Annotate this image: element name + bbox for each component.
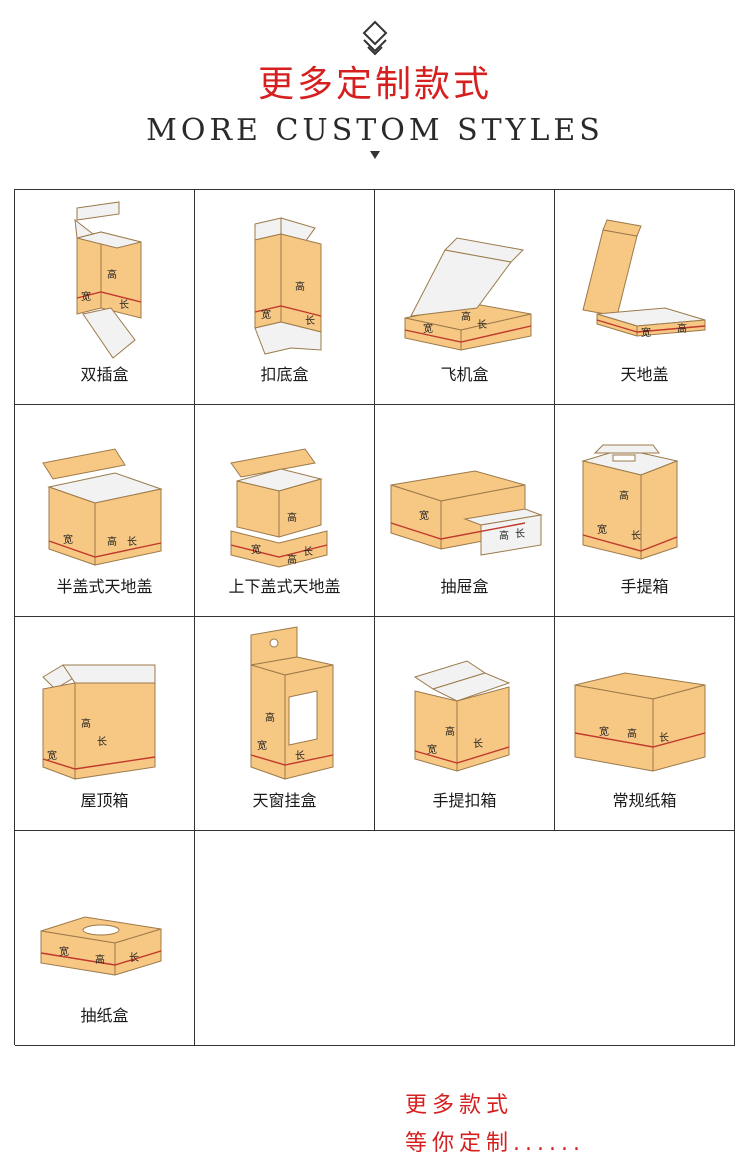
- box-style-card[interactable]: 宽高天地盖: [555, 190, 735, 405]
- box-style-label: 天地盖: [620, 365, 669, 384]
- box-illustration-icon: 宽 高长: [250, 626, 334, 780]
- svg-text:宽: 宽: [59, 945, 69, 958]
- box-illustration-icon: 宽高长: [390, 470, 543, 556]
- page-title-cn: 更多定制款式: [257, 64, 492, 105]
- svg-text:高: 高: [107, 535, 117, 548]
- svg-text:宽: 宽: [257, 739, 267, 752]
- box-illustration-icon: 宽高长: [574, 672, 706, 772]
- svg-text:高: 高: [499, 529, 509, 542]
- box-style-label: 双插盒: [80, 365, 129, 384]
- box-style-label: 飞机盒: [440, 365, 489, 384]
- svg-text:长: 长: [515, 528, 525, 540]
- svg-text:宽: 宽: [251, 543, 261, 556]
- svg-text:长: 长: [659, 732, 669, 744]
- box-style-card[interactable]: 宽高 长抽纸盒: [15, 831, 195, 1046]
- svg-text:宽: 宽: [599, 725, 609, 738]
- box-illustration-icon: 宽高长: [40, 916, 162, 976]
- box-style-label: 天窗挂盒: [252, 791, 317, 810]
- box-style-label: 屋顶箱: [80, 791, 129, 810]
- box-illustration-icon: 宽 高长: [581, 444, 679, 560]
- svg-text:长: 长: [127, 536, 137, 548]
- svg-text:长: 长: [305, 315, 315, 327]
- svg-text:长: 长: [477, 319, 487, 331]
- svg-text:长: 长: [631, 530, 641, 542]
- box-illustration-icon: 宽 高长: [74, 201, 142, 359]
- box-style-card[interactable]: 宽 高长屋顶箱: [15, 617, 195, 831]
- box-style-label: 抽屉盒: [440, 577, 489, 596]
- svg-text:宽: 宽: [261, 308, 271, 321]
- svg-text:长: 长: [119, 299, 129, 311]
- svg-text:高: 高: [107, 268, 117, 281]
- box-style-label: 抽纸盒: [80, 1006, 129, 1025]
- box-style-card[interactable]: 宽 高长天窗挂盒: [195, 617, 375, 831]
- box-illustration-icon: 宽 高长: [42, 448, 163, 566]
- more-styles-cell: [195, 831, 735, 1046]
- box-style-card[interactable]: 宽高长手提扣箱: [375, 617, 555, 831]
- svg-text:高: 高: [95, 953, 105, 966]
- svg-text:宽: 宽: [419, 509, 429, 522]
- svg-text:长: 长: [473, 738, 483, 750]
- box-style-grid: 更多款式 等你定制...... 宽高长双插盒宽高长扣底盒宽长高飞机盒宽高天地盖宽…: [14, 189, 735, 1156]
- box-style-card[interactable]: 宽 高长手提箱: [555, 405, 735, 617]
- box-illustration-icon: 宽高长: [413, 660, 511, 772]
- more-styles-line1: 更多款式: [405, 1093, 514, 1118]
- svg-text:宽: 宽: [81, 290, 91, 303]
- svg-text:高: 高: [619, 489, 629, 502]
- svg-text:宽: 宽: [427, 743, 437, 756]
- svg-text:高: 高: [81, 717, 91, 730]
- box-style-card[interactable]: 宽高长高上下盖式天地盖: [195, 405, 375, 617]
- svg-text:高: 高: [265, 711, 275, 724]
- svg-text:宽: 宽: [597, 523, 607, 536]
- svg-text:宽: 宽: [423, 322, 433, 335]
- page-title-en: MORE CUSTOM STYLES: [146, 113, 604, 148]
- box-style-label: 扣底盒: [260, 365, 309, 384]
- svg-text:长: 长: [295, 750, 305, 762]
- box-style-card[interactable]: 宽 高长扣底盒: [195, 190, 375, 405]
- svg-text:高: 高: [677, 322, 687, 335]
- svg-text:高: 高: [295, 280, 305, 293]
- svg-text:长: 长: [303, 546, 313, 558]
- svg-text:高: 高: [445, 725, 455, 738]
- svg-text:长: 长: [129, 952, 139, 964]
- more-styles-text: 更多款式 等你定制......: [405, 1087, 585, 1163]
- box-style-card[interactable]: 宽高长抽屉盒: [375, 405, 555, 617]
- more-styles-line2: 等你定制......: [405, 1131, 585, 1156]
- box-style-label: 手提扣箱: [432, 791, 497, 810]
- svg-text:宽: 宽: [63, 533, 73, 546]
- svg-text:宽: 宽: [641, 326, 651, 339]
- svg-text:长: 长: [97, 736, 107, 748]
- box-illustration-icon: 宽 高长: [42, 664, 156, 780]
- box-illustration-icon: 宽高: [582, 219, 706, 339]
- diamond-logo-icon: [362, 20, 388, 56]
- svg-text:高: 高: [627, 727, 637, 740]
- box-illustration-icon: 宽 高长: [254, 217, 322, 355]
- box-style-label: 常规纸箱: [612, 791, 677, 810]
- svg-text:高: 高: [287, 511, 297, 524]
- box-illustration-icon: 宽 长高: [404, 237, 532, 351]
- box-style-card[interactable]: 宽 高长半盖式天地盖: [15, 405, 195, 617]
- box-style-label: 半盖式天地盖: [56, 577, 153, 596]
- down-triangle-icon: [370, 151, 380, 159]
- svg-text:宽: 宽: [47, 749, 57, 762]
- box-style-card[interactable]: 宽 高 长常规纸箱: [555, 617, 735, 831]
- box-style-label: 上下盖式天地盖: [228, 577, 341, 596]
- svg-text:高: 高: [287, 553, 297, 566]
- box-style-card[interactable]: 宽 高长双插盒: [15, 190, 195, 405]
- box-style-card[interactable]: 宽 长高飞机盒: [375, 190, 555, 405]
- svg-text:高: 高: [461, 310, 471, 323]
- page-header: 更多定制款式 MORE CUSTOM STYLES: [0, 0, 750, 190]
- box-style-label: 手提箱: [620, 577, 669, 596]
